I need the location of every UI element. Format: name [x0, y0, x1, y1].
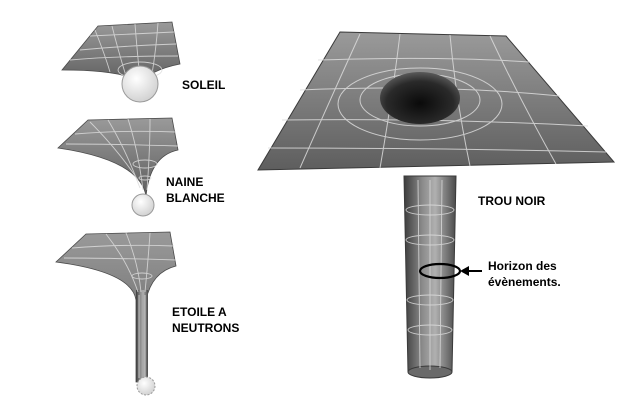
event-horizon-arrow	[460, 266, 482, 276]
neutron-star-sphere	[136, 376, 156, 396]
black-hole-tube	[403, 175, 457, 379]
label-black-hole: TROU NOIR	[478, 194, 546, 208]
label-neutron-star: ETOILE A NEUTRONS	[172, 305, 240, 335]
black-hole-curved-sheet	[257, 31, 616, 171]
white-dwarf-curved-sheet	[57, 117, 179, 197]
label-sun: SOLEIL	[182, 78, 226, 92]
sun-curved-sheet	[61, 21, 181, 85]
neutron-star-curved-sheet	[55, 231, 177, 383]
label-white-dwarf: NAINE BLANCHE	[166, 175, 225, 205]
white-dwarf-sphere	[131, 193, 155, 217]
sun-sphere	[121, 65, 159, 103]
label-event-horizon: Horizon des évènements.	[488, 259, 561, 289]
